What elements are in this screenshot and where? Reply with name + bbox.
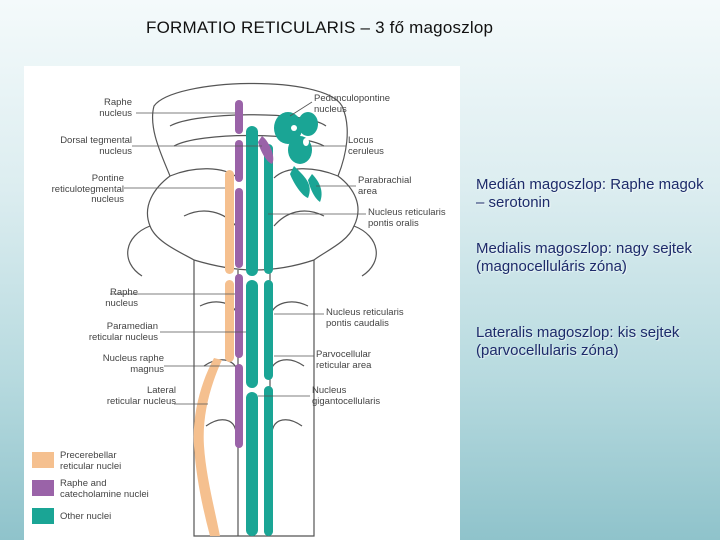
precerebellar-column	[193, 170, 234, 536]
label-gigantocellularis: Nucleus gigantocellularis	[312, 385, 381, 407]
brainstem-diagram: Raphe nucleus Dorsal tegmental nucleus P…	[24, 66, 460, 540]
text-median-column: Medián magoszlop: Raphe magok – serotoni…	[476, 176, 704, 211]
label-parabrachial: Parabrachial area	[358, 175, 412, 197]
raphe-column	[235, 100, 243, 448]
label-nucleus-raphe-magnus: Nucleus raphe magnus	[102, 353, 164, 375]
label-raphe-nucleus-mid: Raphe nucleus	[105, 287, 138, 309]
leader-lines	[110, 101, 366, 405]
label-parvocellular: Parvocellular reticular area	[316, 349, 372, 371]
text-lateral-column: Lateralis magoszlop: kis sejtek (parvoce…	[476, 324, 680, 359]
slide-title: FORMATIO RETICULARIS – 3 fő magoszlop	[146, 18, 494, 37]
legend-label-precerebellar: Precerebellar reticular nuclei	[60, 450, 122, 472]
legend-label-other: Other nuclei	[60, 511, 112, 522]
label-locus-ceruleus: Locus ceruleus	[348, 135, 384, 157]
label-paramedian-reticular: Paramedian reticular nucleus	[88, 321, 158, 343]
label-pontine-reticulotegmental: Pontine reticulotegmental nucleus	[51, 173, 124, 205]
label-raphe-nucleus-top: Raphe nucleus	[99, 97, 132, 119]
legend-label-raphe: Raphe and catecholamine nuclei	[60, 478, 149, 500]
label-reticularis-pontis-oralis: Nucleus reticularis pontis oralis	[368, 207, 446, 229]
legend-swatch-raphe	[32, 480, 54, 496]
medial-column	[246, 126, 273, 536]
brainstem-drawing	[110, 82, 377, 537]
label-reticularis-pontis-caudalis: Nucleus reticularis pontis caudalis	[326, 307, 404, 329]
dorsal-nuclei-cluster	[258, 112, 322, 202]
text-medial-column: Medialis magoszlop: nagy sejtek (magnoce…	[476, 240, 692, 275]
label-pedunculopontine: Pedunculopontine nucleus	[314, 93, 391, 115]
legend-swatch-other	[32, 508, 54, 524]
label-lateral-reticular: Lateral reticular nucleus	[106, 385, 176, 407]
label-dorsal-tegmental: Dorsal tegmental nucleus	[60, 135, 132, 157]
legend-swatch-precerebellar	[32, 452, 54, 468]
